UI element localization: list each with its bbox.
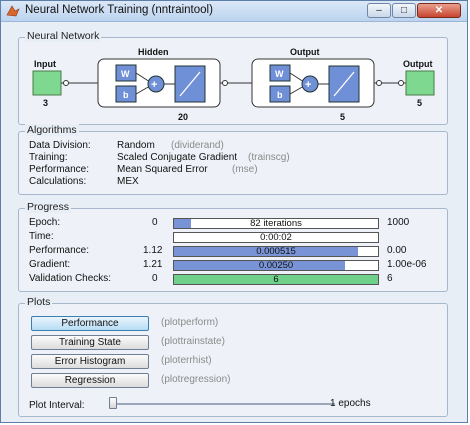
plot-interval-value: 1 epochs xyxy=(330,398,371,409)
algo-label-performance: Performance: xyxy=(29,164,90,175)
performance-bar-fill xyxy=(174,247,358,256)
hidden-size: 20 xyxy=(178,112,188,122)
input-size: 3 xyxy=(43,98,48,108)
svg-text:+: + xyxy=(305,79,311,91)
panel-title-progress: Progress xyxy=(25,201,72,213)
time-bar: 0:00:02 xyxy=(173,232,379,243)
algo-value-calculations: MEX xyxy=(117,176,139,187)
output-block xyxy=(405,70,435,96)
progress-end-performance: 0.00 xyxy=(387,245,407,256)
training-state-button[interactable]: Training State xyxy=(31,335,149,350)
progress-end-epoch: 1000 xyxy=(387,217,410,228)
validation-bar: 6 xyxy=(173,274,379,285)
algo-hint-division: (dividerand) xyxy=(171,140,224,151)
validation-bar-text: 6 xyxy=(273,274,279,285)
performance-bar-text: 0.000515 xyxy=(256,246,296,257)
progress-end-gradient: 1.00e-06 xyxy=(387,259,427,270)
gradient-bar: 0.00250 xyxy=(173,260,379,271)
performance-bar: 0.000515 xyxy=(173,246,379,257)
algo-label-training: Training: xyxy=(29,152,68,163)
progress-start-epoch: 0 xyxy=(152,217,158,228)
algo-value-division: Random xyxy=(117,140,155,151)
plot-interval-label: Plot Interval: xyxy=(29,400,85,411)
maximize-button[interactable]: □ xyxy=(392,3,416,18)
plot-interval-thumb[interactable] xyxy=(109,397,117,409)
algo-hint-performance: (mse) xyxy=(232,164,258,175)
output-size: 5 xyxy=(417,98,422,108)
epoch-bar-text: 82 iterations xyxy=(250,218,302,229)
algo-value-training: Scaled Conjugate Gradient xyxy=(117,152,238,163)
svg-text:b: b xyxy=(123,90,129,100)
plot-interval-slider[interactable] xyxy=(111,403,335,405)
title-bar[interactable]: Neural Network Training (nntraintool) – … xyxy=(1,1,467,22)
minimize-button[interactable]: – xyxy=(367,3,391,18)
close-button[interactable]: ✕ xyxy=(417,3,461,18)
output-label: Output xyxy=(403,59,433,69)
performance-plot-button[interactable]: Performance xyxy=(31,316,149,331)
panel-title-plots: Plots xyxy=(25,296,53,308)
algo-hint-training: (trainscg) xyxy=(248,152,290,163)
gradient-bar-text: 0.00250 xyxy=(258,260,294,271)
output-layer-size: 5 xyxy=(340,112,345,122)
svg-text:W: W xyxy=(121,69,130,79)
input-label: Input xyxy=(34,59,56,69)
svg-text:b: b xyxy=(277,90,283,100)
validation-bar-fill xyxy=(174,275,378,284)
progress-label-performance: Performance: xyxy=(29,245,90,256)
svg-text:+: + xyxy=(151,79,157,91)
algo-value-performance: Mean Squared Error xyxy=(117,164,208,175)
progress-label-gradient: Gradient: xyxy=(29,259,71,270)
gradient-bar-fill xyxy=(174,261,346,270)
progress-end-validation: 6 xyxy=(387,273,393,284)
progress-panel: Progress Epoch: 0 82 iterations 1000 Tim… xyxy=(18,201,448,292)
network-diagram: Input 3 Hidden W b + 20 Output xyxy=(32,47,435,122)
progress-label-time: Time: xyxy=(29,231,54,242)
algo-label-calculations: Calculations: xyxy=(29,176,87,187)
algo-label-division: Data Division: xyxy=(29,140,91,151)
input-block xyxy=(32,70,62,96)
training-state-hint: (plottrainstate) xyxy=(161,336,225,347)
matlab-icon xyxy=(6,5,20,17)
progress-start-validation: 0 xyxy=(152,273,158,284)
performance-plot-hint: (plotperform) xyxy=(161,317,219,328)
progress-label-validation: Validation Checks: xyxy=(29,273,112,284)
output-layer-label: Output xyxy=(290,47,320,57)
neural-network-panel: Neural Network Input 3 Hidden W b + 20 xyxy=(18,30,448,125)
panel-title-algorithms: Algorithms xyxy=(25,124,79,136)
regression-button[interactable]: Regression xyxy=(31,373,149,388)
progress-label-epoch: Epoch: xyxy=(29,217,61,228)
svg-text:W: W xyxy=(275,69,284,79)
epoch-bar-fill xyxy=(174,219,191,228)
progress-start-performance: 1.12 xyxy=(143,245,163,256)
progress-start-gradient: 1.21 xyxy=(143,259,163,270)
panel-title-network: Neural Network xyxy=(25,30,102,42)
regression-hint: (plotregression) xyxy=(161,374,231,385)
epoch-bar: 82 iterations xyxy=(173,218,379,229)
plots-panel: Plots Performance (plotperform) Training… xyxy=(18,296,448,417)
hidden-label: Hidden xyxy=(138,47,169,57)
algorithms-panel: Algorithms Data Division: Random (divide… xyxy=(18,124,448,195)
error-histogram-button[interactable]: Error Histogram xyxy=(31,354,149,369)
window-title: Neural Network Training (nntraintool) xyxy=(25,4,213,16)
error-histogram-hint: (ploterrhist) xyxy=(161,355,212,366)
time-bar-text: 0:00:02 xyxy=(260,232,292,243)
